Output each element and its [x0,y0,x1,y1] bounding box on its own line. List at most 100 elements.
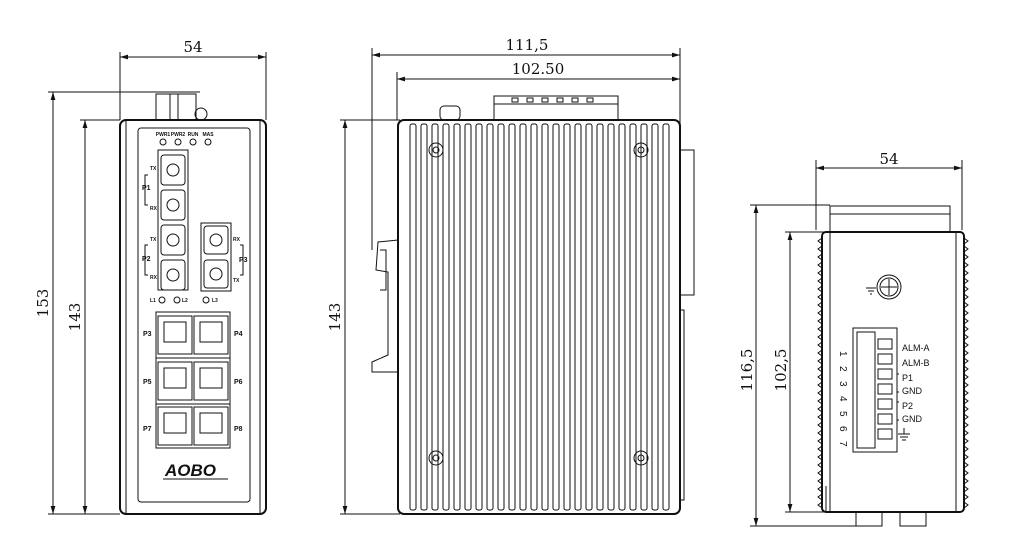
ground-screw [879,277,899,297]
led-label: MAS [202,132,214,138]
front-view: 54 153 143 PWR1 PWR2 RUN MAS [34,38,267,515]
side-rib [963,293,969,301]
led-label: RUN [188,132,199,138]
rj45-port [193,406,229,446]
side-rib [963,397,969,405]
heatsink-fin [607,123,615,511]
heatsink-fin [585,123,593,511]
mounting-screw [637,454,645,462]
rx-label: RX [233,237,241,243]
din-rail-clip [371,239,399,373]
top-connector [155,93,197,121]
heatsink-fin [541,123,549,511]
body-depth-dimension: 102.50 [512,60,565,78]
rj45-label: P3 [143,331,152,338]
heatsink-fin [409,123,417,511]
side-rib [817,341,823,349]
heatsink-fin [431,123,439,511]
fiber-module [200,222,232,292]
terminal-label: P1 [902,373,913,383]
side-rib [817,245,823,253]
port-label: P2 [142,256,151,263]
fiber-port [166,163,180,177]
rj45-port [163,412,187,434]
terminal-pin [877,383,893,395]
pin-number: 5 [837,411,848,417]
heatsink-fin [574,123,582,511]
rx-label: RX [150,275,158,281]
side-rib [963,357,969,365]
side-rib [963,405,969,413]
terminal-label: P2 [902,401,913,411]
terminal-block [856,331,876,449]
top-view: 54 116,5 102,5 [738,150,969,527]
side-rib [817,389,823,397]
brand-logo: AOBO [164,461,216,480]
side-rib [817,381,823,389]
ground-screw [194,107,208,121]
side-rib [963,309,969,317]
side-rib [817,469,823,477]
rj45-label: P4 [234,331,243,338]
mounting-screw [633,450,649,466]
led-indicator [189,138,197,146]
side-rib [817,317,823,325]
pin-number: 7 [837,441,848,447]
front-body [119,119,267,515]
fiber-port [160,259,186,291]
fiber-port [166,198,180,212]
side-rib [963,261,969,269]
side-rib [963,237,969,245]
terminal-pin [877,368,893,380]
side-rib [963,325,969,333]
led-label: PWR1 [156,132,171,138]
terminal-block [493,95,619,121]
side-rib [817,429,823,437]
din-rail-clip [380,249,387,291]
rj45-port [193,361,229,401]
pin-number: 3 [837,381,848,387]
pin-number: 4 [837,396,848,402]
terminal-screw [511,97,519,103]
side-rib [817,413,823,421]
bracket [144,244,148,276]
top-body [821,231,965,513]
side-rib [817,237,823,245]
side-rib [963,469,969,477]
rj45-port [199,321,223,343]
fiber-port [203,259,229,289]
fiber-port [203,225,229,255]
fiber-port-column-left: TX RX TX RX P1 P2 [142,149,189,291]
side-rib [963,429,969,437]
rj45-row [155,311,231,359]
pin-number: 6 [837,426,848,432]
side-rib [817,437,823,445]
side-rib [817,285,823,293]
heatsink-fins [409,123,670,511]
width-dimension: 54 [183,38,202,56]
terminal-pin [877,338,893,350]
side-rib [963,317,969,325]
front-panel [137,127,251,503]
side-rib [963,349,969,357]
tx-label: TX [150,166,157,172]
rj45-port [199,412,223,434]
rj45-port [199,367,223,389]
mounting-screws [428,142,649,466]
heatsink-fin [475,123,483,511]
mounting-screw [637,146,645,154]
heatsink-fin [651,123,659,511]
link-label: L3 [212,298,218,304]
heatsink-fin [442,123,450,511]
rj45-label: P8 [234,426,243,433]
heatsink-fin [530,123,538,511]
side-view: 111,5 102.50 143 [326,36,695,515]
side-rib [963,389,969,397]
rj45-port [163,321,187,343]
total-depth-dimension: 111,5 [506,36,549,54]
side-rib [963,373,969,381]
rj45-grid: P3 P5 P7 P4 P6 P8 [143,311,243,449]
heatsink-fin [640,123,648,511]
link-led [202,296,210,304]
rj45-label: P6 [234,379,243,386]
